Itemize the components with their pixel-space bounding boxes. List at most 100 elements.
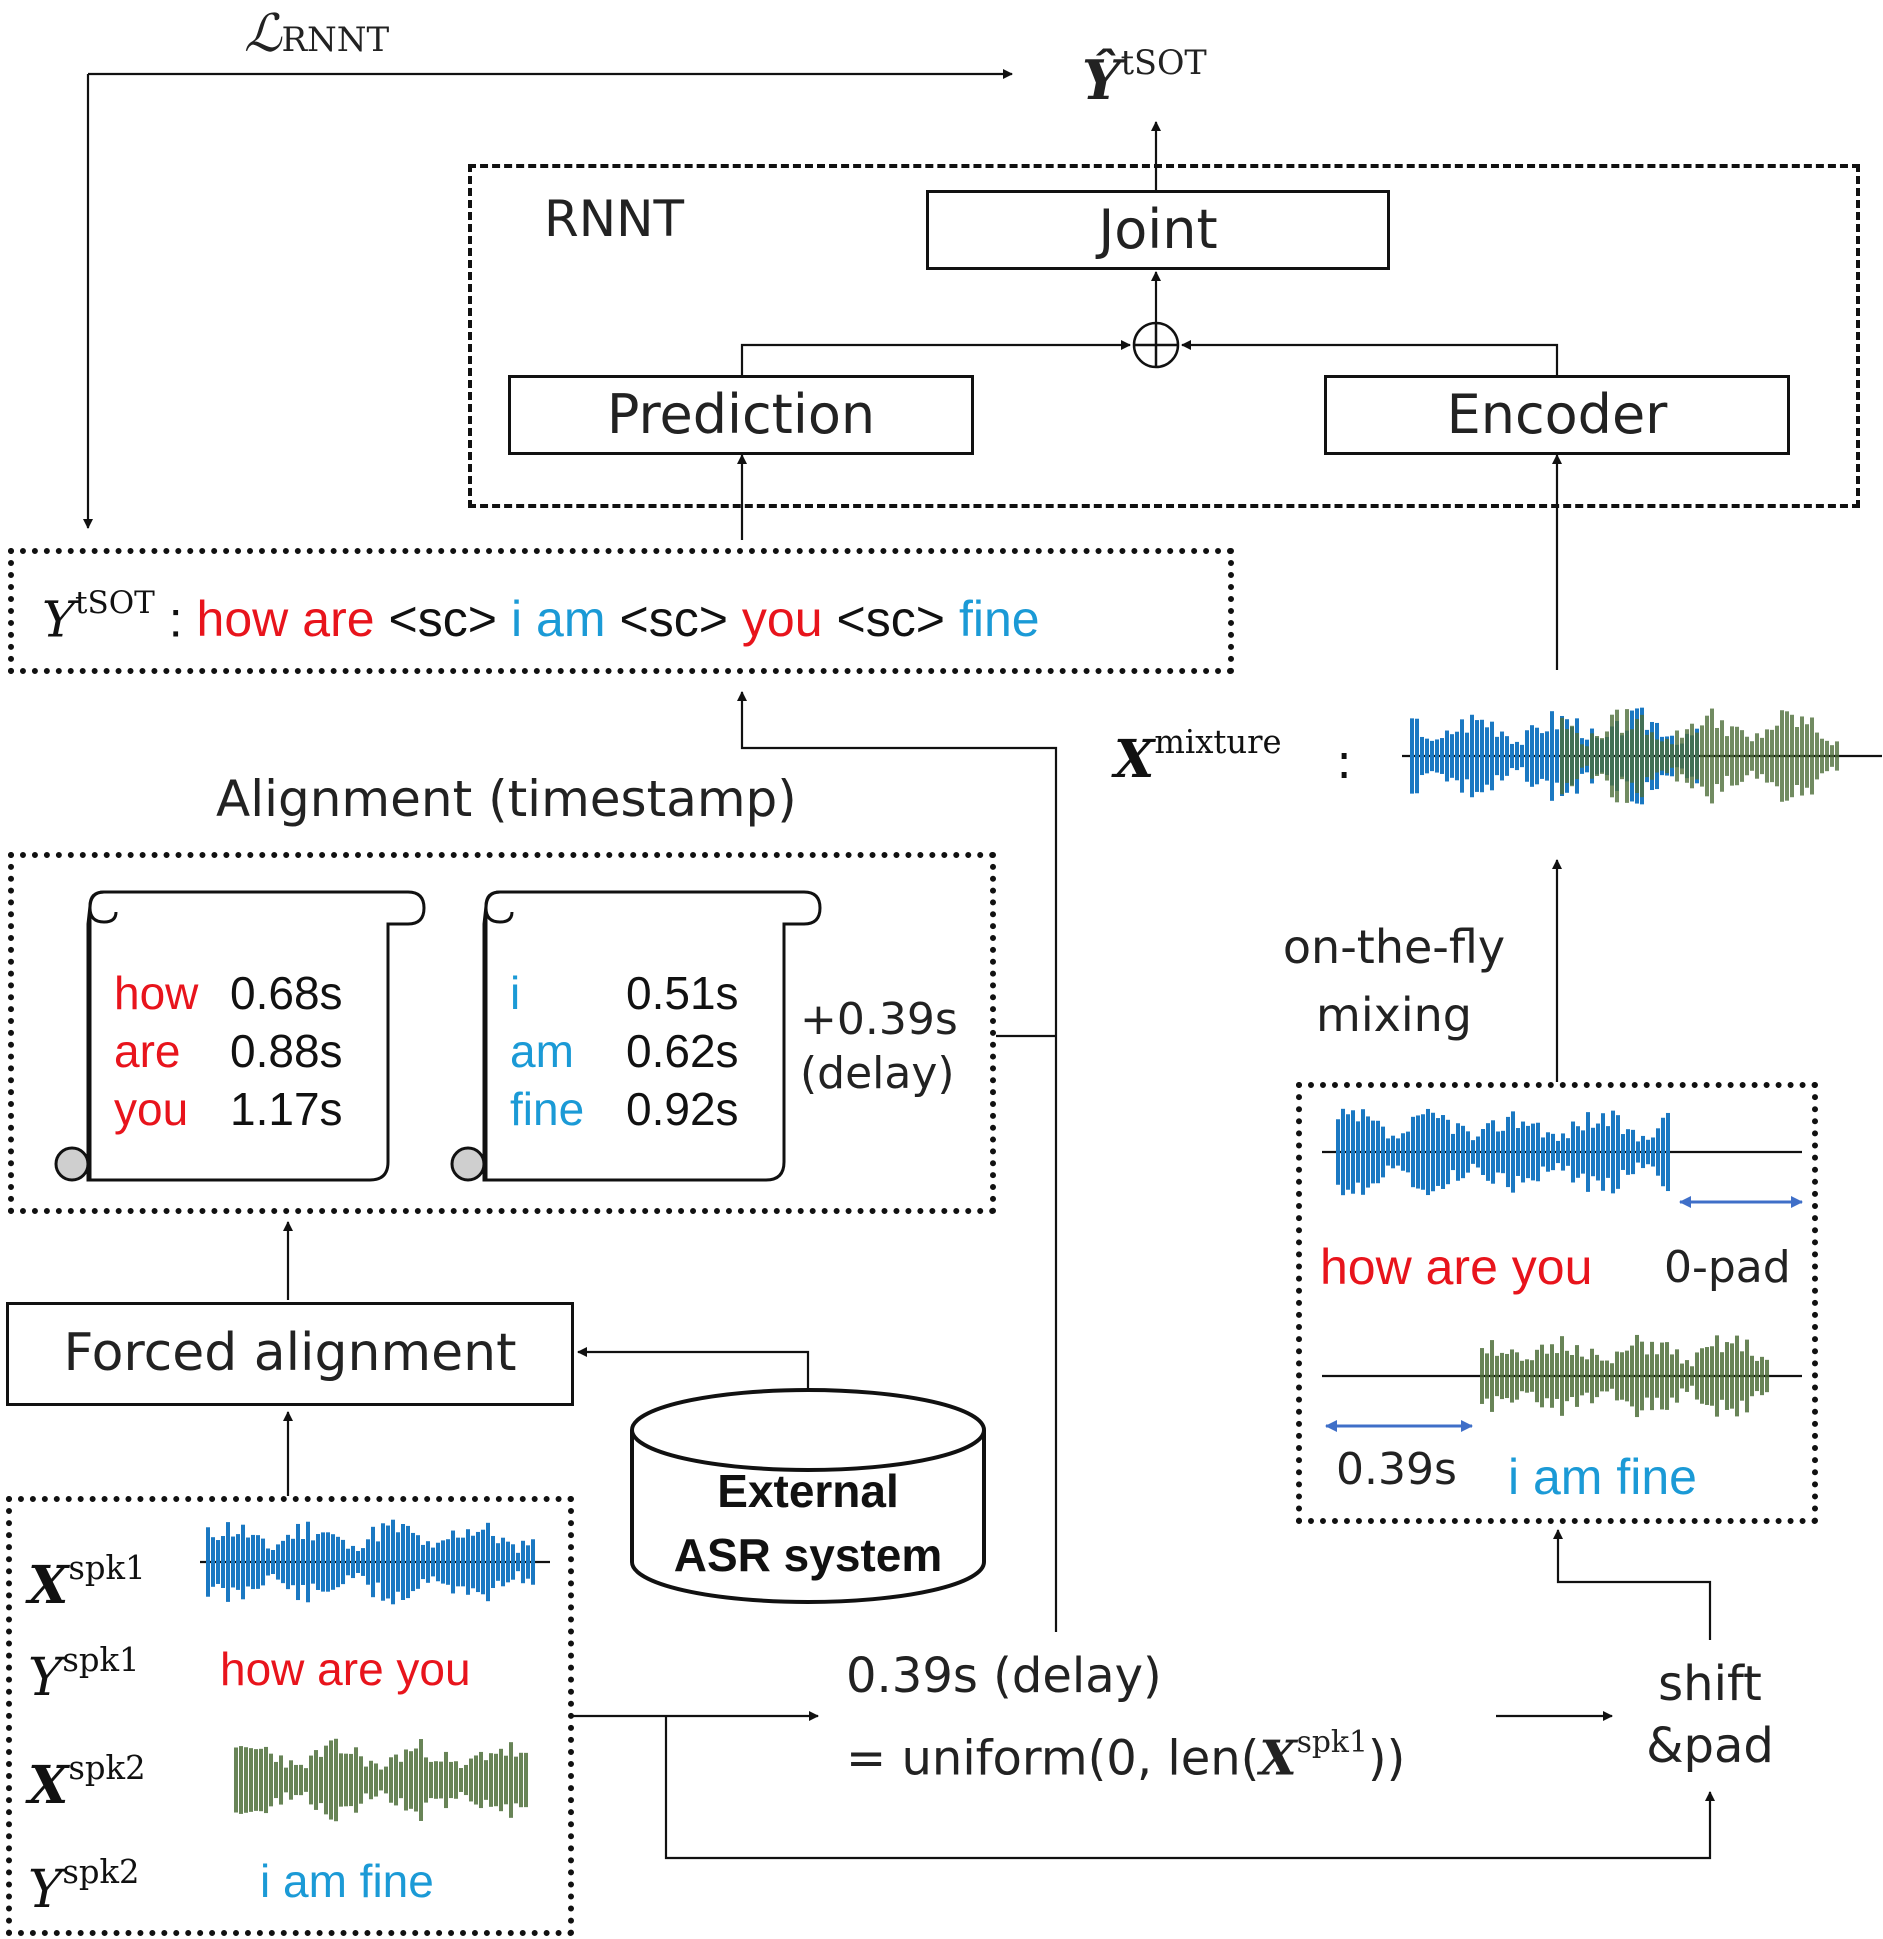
waveform-bar: [261, 1538, 265, 1586]
waveform-bar: [381, 1523, 385, 1601]
source-y1-superscript: spk1: [62, 1641, 140, 1679]
waveform-bar: [386, 1525, 390, 1599]
scroll-icon-spk2: [482, 890, 822, 1182]
forced-alignment-label: Forced alignment: [63, 1323, 517, 1383]
asr-label-line2: ASR system: [673, 1529, 943, 1581]
waveform-bar: [1461, 1125, 1465, 1179]
waveform-bar: [1386, 1138, 1390, 1166]
waveform-bar: [1476, 1136, 1480, 1168]
source-x2-superscript: spk2: [68, 1749, 146, 1787]
waveform-bar: [1775, 725, 1779, 787]
alignment-title: Alignment (timestamp): [216, 770, 797, 828]
alignment-word: i: [510, 967, 521, 1019]
waveform-bar: [1700, 1348, 1704, 1404]
waveform-bar: [269, 1753, 273, 1807]
waveform-bar: [426, 1541, 430, 1583]
waveform-bar: [1765, 1359, 1769, 1393]
waveform-bar: [1515, 741, 1519, 771]
waveform-bar: [1635, 718, 1639, 794]
alignment-word: you: [114, 1083, 189, 1135]
alignment-word: are: [114, 1025, 181, 1077]
waveform-bar: [449, 1761, 453, 1799]
waveform-bar: [1520, 1360, 1524, 1392]
waveform-bar: [1596, 1123, 1600, 1181]
waveform-bar: [1510, 743, 1514, 769]
waveform-bar: [1541, 1137, 1545, 1167]
tsot-box: [8, 548, 1234, 674]
waveform-bar: [1605, 731, 1609, 781]
waveform-bar: [1750, 1355, 1754, 1397]
waveform-bar: [1675, 1349, 1679, 1403]
waveform-bar: [1715, 1335, 1719, 1417]
waveform-bar: [306, 1521, 310, 1603]
waveform-bar: [1556, 1140, 1560, 1164]
waveform-bar: [1501, 1130, 1505, 1174]
waveform-bar: [341, 1539, 345, 1585]
waveform-bar: [1780, 710, 1784, 802]
waveform-bar: [1705, 1347, 1709, 1405]
waveform-bar: [349, 1753, 353, 1807]
padded-pad-label: 0-pad: [1664, 1242, 1791, 1293]
waveform-bar: [1415, 718, 1419, 794]
waveform-bar: [359, 1756, 363, 1804]
encoder-label: Encoder: [1446, 383, 1668, 446]
waveform-bar: [301, 1539, 305, 1585]
source-x1-symbol: X: [28, 1555, 69, 1617]
waveform-bar: [1725, 1342, 1729, 1410]
waveform-bar: [274, 1761, 278, 1799]
waveform-bar: [264, 1746, 268, 1814]
waveform-bar: [1555, 1353, 1559, 1399]
waveform-bar: [1456, 1123, 1460, 1181]
waveform-bar: [1510, 1349, 1514, 1403]
waveform-bar: [1545, 1353, 1549, 1399]
waveform-bar: [1705, 715, 1709, 797]
waveform-bar: [1505, 1353, 1509, 1399]
waveform-bar: [486, 1522, 490, 1602]
waveform-bar: [471, 1535, 475, 1589]
waveform-bar: [1620, 1352, 1624, 1400]
waveform-bar: [409, 1751, 413, 1809]
waveform-bar: [461, 1537, 465, 1587]
rnnt-label: RNNT: [544, 190, 685, 248]
waveform-bar: [1475, 720, 1479, 792]
waveform-bar: [236, 1534, 240, 1590]
encoder-box: Encoder: [1324, 375, 1790, 455]
alignment-box: [8, 852, 996, 1214]
tsot-token: are: [302, 591, 375, 648]
waveform-bar: [279, 1755, 283, 1805]
waveform-bar: [1635, 1334, 1639, 1418]
waveform-bar: [496, 1543, 500, 1581]
waveform-bar: [351, 1545, 355, 1579]
waveform-bar: [384, 1766, 388, 1794]
waveform-bar: [281, 1540, 285, 1584]
waveform-bar: [1700, 725, 1704, 787]
waveform-bar: [1450, 734, 1454, 778]
waveform-bar: [1695, 1352, 1699, 1400]
waveform-bar: [329, 1740, 333, 1820]
waveform-bar: [1590, 733, 1594, 779]
alignment-time: 0.88s: [230, 1025, 343, 1077]
waveform-bar: [364, 1766, 368, 1794]
waveform-bar: [216, 1540, 220, 1584]
waveform-bar: [1381, 1126, 1385, 1178]
delay-formula-superscript: spk1: [1296, 1725, 1368, 1760]
scroll-icon-spk1: [86, 890, 426, 1182]
waveform-bar: [309, 1755, 313, 1805]
scroll-curl-spk2: [450, 1146, 486, 1182]
waveform-bar: [1431, 1112, 1435, 1192]
waveform-bar: [1480, 719, 1484, 793]
waveform-bar: [241, 1524, 245, 1600]
mixture-waveform-spk2: [1560, 708, 1839, 804]
sources-box: [6, 1496, 574, 1936]
source-waveform-spk1: [206, 1519, 535, 1605]
waveform-bar: [411, 1532, 415, 1592]
asr-cylinder: [630, 1388, 986, 1604]
waveform-bar: [1730, 726, 1734, 786]
waveform-bar: [526, 1545, 530, 1579]
output-superscript: tSOT: [1120, 43, 1207, 82]
waveform-bar: [1675, 730, 1679, 782]
waveform-bar: [1530, 1360, 1534, 1392]
waveform-bar: [1421, 1114, 1425, 1190]
waveform-bar: [421, 1544, 425, 1580]
